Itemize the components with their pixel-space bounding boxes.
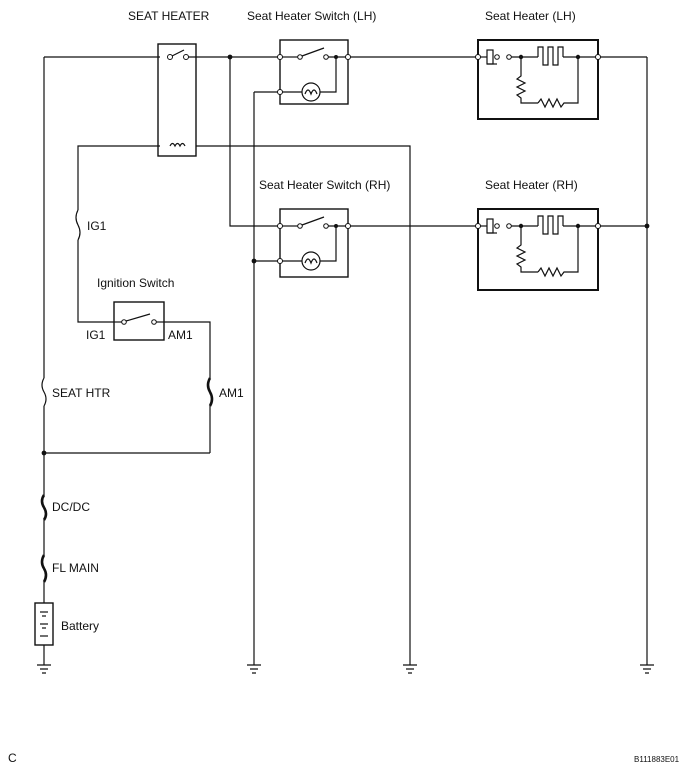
thermostat-icon xyxy=(480,49,512,65)
indicator-lamp-icon xyxy=(282,224,338,271)
switch-rh-label: Seat Heater Switch (RH) xyxy=(259,178,390,192)
resistor-icon xyxy=(515,57,579,109)
fusible-link-icon xyxy=(40,494,48,521)
switch-icon xyxy=(167,49,189,60)
seat-heater-lh xyxy=(475,39,601,120)
ignition-switch xyxy=(113,301,165,341)
ground-icon xyxy=(640,664,654,674)
dcdc-fuse-label: DC/DC xyxy=(52,500,90,514)
ig1-terminal-label: IG1 xyxy=(86,328,106,342)
ground-icon xyxy=(37,664,51,674)
heater-rh-label: Seat Heater (RH) xyxy=(485,178,578,192)
corner-letter: C xyxy=(8,751,17,765)
seat-heater-switch-rh xyxy=(277,208,351,278)
switch-icon xyxy=(114,313,164,325)
switch-lh-label: Seat Heater Switch (LH) xyxy=(247,9,376,23)
ignition-switch-label: Ignition Switch xyxy=(97,276,174,290)
heating-element-icon xyxy=(511,215,596,235)
seat-heater-switch-lh xyxy=(277,39,351,105)
heater-lh-label: Seat Heater (LH) xyxy=(485,9,576,23)
fuse-icon xyxy=(75,209,81,241)
indicator-lamp-icon xyxy=(282,55,338,102)
fuse-icon xyxy=(41,377,47,407)
battery-label: Battery xyxy=(61,619,99,633)
fusible-link-icon xyxy=(40,554,48,583)
seat-heater-relay-label: SEAT HEATER xyxy=(128,9,210,23)
fl-main-fuse-label: FL MAIN xyxy=(52,561,99,575)
ground-icon xyxy=(403,664,417,674)
seat-heater-rh xyxy=(475,208,601,291)
seat-heater-relay xyxy=(157,43,197,157)
thermostat-icon xyxy=(480,218,512,234)
resistor-icon xyxy=(515,226,579,278)
figure-code: B111883E01 xyxy=(634,755,680,764)
wires xyxy=(43,56,648,665)
heating-element-icon xyxy=(511,46,596,66)
seat-htr-fuse-label: SEAT HTR xyxy=(52,386,111,400)
relay-coil-icon xyxy=(169,142,186,148)
battery-icon xyxy=(34,602,54,646)
ground-icon xyxy=(247,664,261,674)
junction-dots xyxy=(41,54,650,456)
am1-terminal-label: AM1 xyxy=(168,328,193,342)
ig1-fuse-label: IG1 xyxy=(87,219,107,233)
fusible-link-icon xyxy=(206,377,214,407)
am1-fuse-label: AM1 xyxy=(219,386,244,400)
